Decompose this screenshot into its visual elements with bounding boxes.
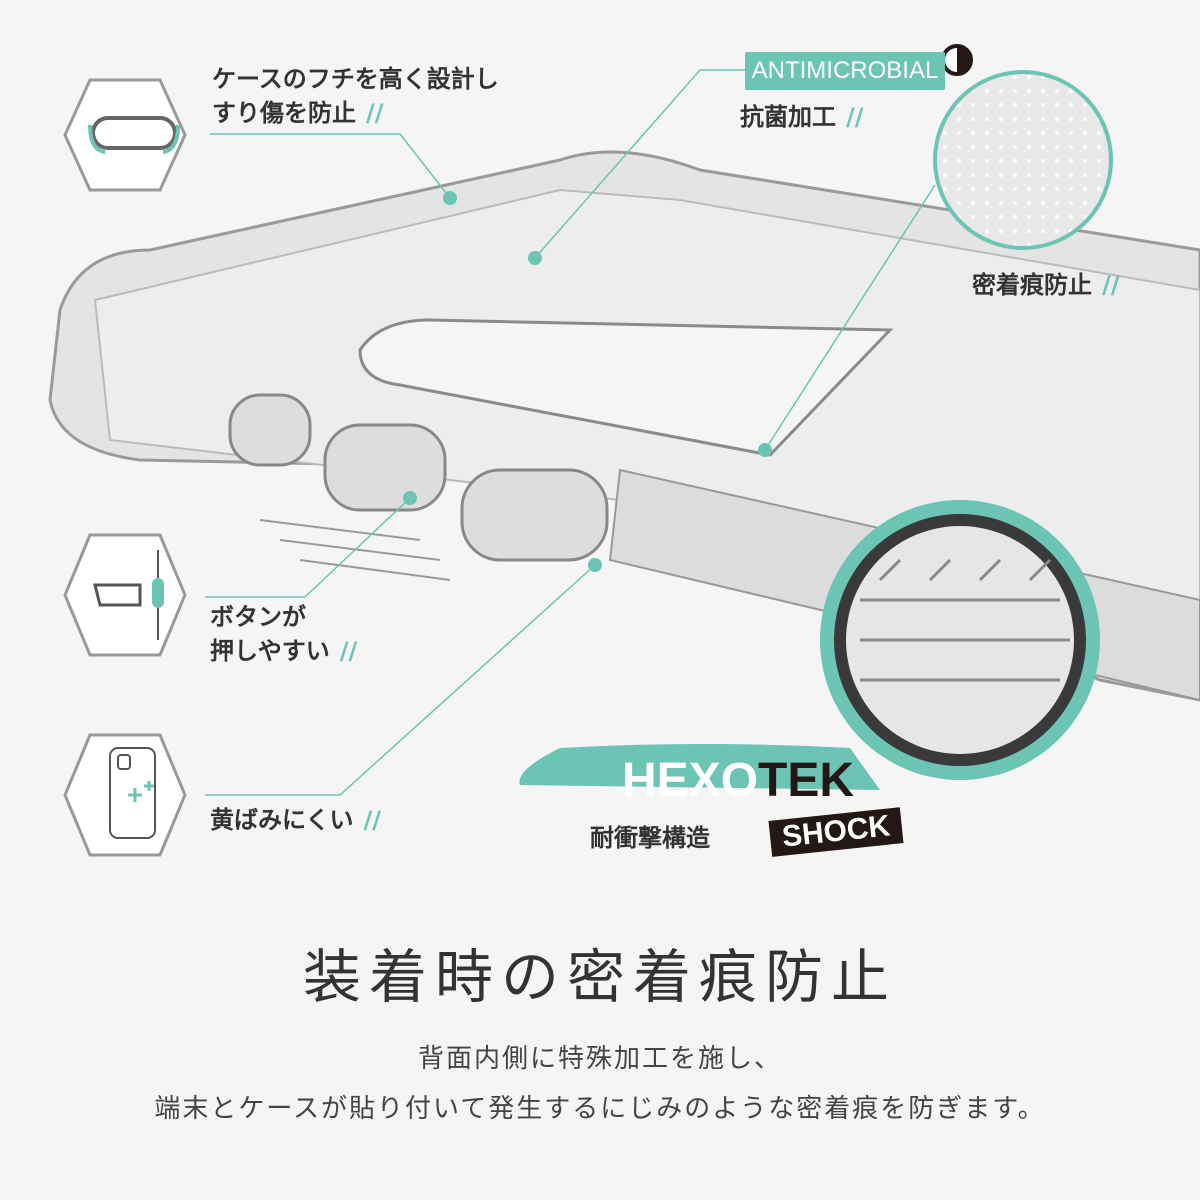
feature-edge-text: ケースのフチを高く設計し すり傷を防止 // xyxy=(212,62,499,130)
feature-anti-stick-text: 密着痕防止 // xyxy=(972,268,1120,302)
feature-buttons-line1: ボタンが xyxy=(210,603,306,631)
description-line2: 端末とケースが貼り付いて発生するにじみのような密着痕を防ぎます。 xyxy=(154,1094,1046,1124)
feature-anti-stick-label: 密着痕防止 xyxy=(972,271,1092,299)
slash-mark: // xyxy=(366,99,384,127)
description-line1: 背面内側に特殊加工を施し、 xyxy=(417,1044,782,1074)
dot-texture-circle xyxy=(933,70,1113,250)
feature-yellowing-label: 黄ばみにくい xyxy=(210,806,354,834)
antimicrobial-badge: ANTIMICROBIAL xyxy=(745,52,945,90)
phone-sparkle-icon xyxy=(109,747,156,839)
finger-press-button-icon xyxy=(93,550,164,640)
raised-edge-icon xyxy=(88,116,180,154)
feature-yellowing-text: 黄ばみにくい // xyxy=(210,803,381,837)
hexo-text: HEXO xyxy=(622,754,759,807)
callout-lines xyxy=(205,69,936,796)
feature-edge-line1: ケースのフチを高く設計し xyxy=(212,65,499,93)
slash-mark: // xyxy=(363,806,382,834)
feature-buttons-line2: 押しやすい xyxy=(210,637,330,665)
feature-edge-line2: すり傷を防止 xyxy=(212,99,356,127)
brush-stroke xyxy=(519,744,880,790)
headline: 装着時の密着痕防止 xyxy=(302,943,897,1011)
callout-dots xyxy=(403,191,772,572)
slash-mark: // xyxy=(339,637,358,665)
feature-antimicrobial-label: 抗菌加工 xyxy=(740,103,836,131)
slash-mark: // xyxy=(1102,271,1120,299)
slash-mark: // xyxy=(846,103,864,131)
feature-buttons-text: ボタンが 押しやすい // xyxy=(210,600,357,668)
shock-structure-label: 耐衝撃構造 xyxy=(590,824,710,852)
hex-icon-frames xyxy=(63,78,187,857)
tek-text: TEK xyxy=(758,754,855,807)
feature-antimicrobial-text: 抗菌加工 // xyxy=(740,100,864,134)
hexagon-structure-zoom-lens xyxy=(820,500,1100,780)
timer-icon xyxy=(941,44,973,76)
hexotek-logo: HEXOTEK xyxy=(622,756,854,806)
